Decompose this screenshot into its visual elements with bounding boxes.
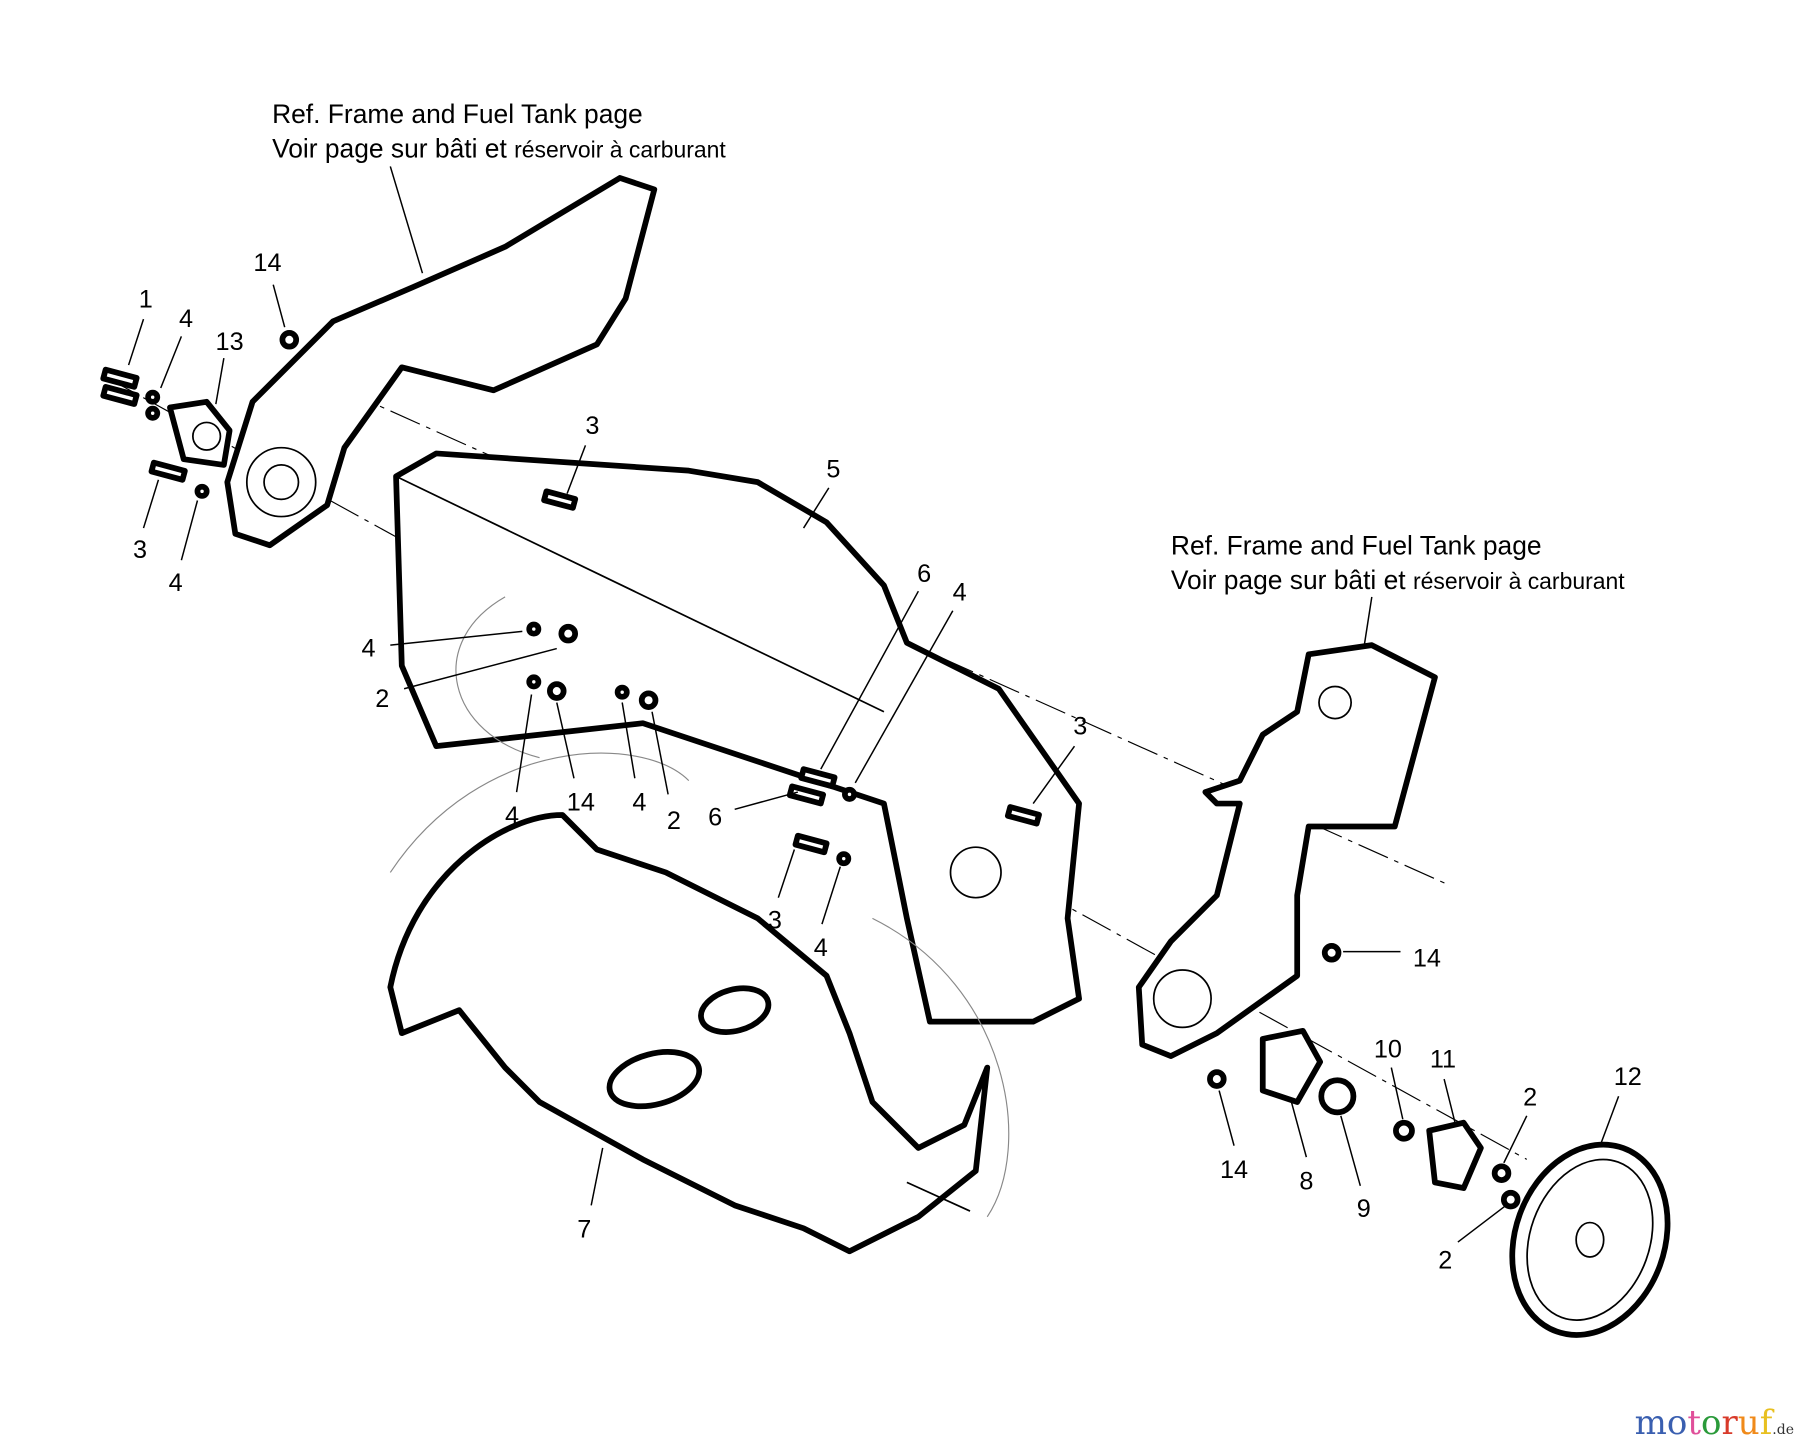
callout: 14 — [1220, 1156, 1248, 1184]
watermark-letter: r — [1721, 1403, 1738, 1443]
callout: 5 — [826, 456, 840, 484]
callout: 3 — [133, 536, 147, 564]
callout: 14 — [253, 249, 281, 277]
callout: 4 — [505, 802, 519, 830]
callout: 4 — [953, 578, 967, 606]
callout: 3 — [1073, 713, 1087, 741]
callout: 13 — [216, 328, 244, 356]
ref-text-b: réservoir à carburant — [1413, 568, 1625, 594]
callout: 1 — [139, 286, 153, 314]
callout: 2 — [1523, 1083, 1537, 1111]
reference-note-left-line1: Ref. Frame and Fuel Tank page — [272, 99, 643, 129]
ring-10 — [1393, 1119, 1415, 1142]
callout: 12 — [1614, 1063, 1642, 1091]
nut — [1491, 1163, 1512, 1183]
watermark-letter: o — [1701, 1403, 1722, 1443]
ref-text-a: Voir page sur bâti et — [272, 133, 507, 163]
callout: 14 — [567, 788, 595, 816]
reference-note-left-line2: Voir page sur bâti et réservoir à carbur… — [272, 133, 726, 163]
callout: 6 — [917, 560, 931, 588]
callout: 2 — [1438, 1246, 1452, 1274]
watermark-logo: motoruf.de — [1635, 1403, 1794, 1443]
callout: 2 — [375, 685, 389, 713]
pulley-12 — [1509, 1141, 1671, 1338]
watermark-letter: m — [1634, 1403, 1667, 1443]
callout: 6 — [708, 803, 722, 831]
callout: 3 — [768, 907, 782, 935]
bearing-flange-11 — [1426, 1119, 1484, 1191]
auger — [387, 812, 991, 1255]
reference-note-right-line1: Ref. Frame and Fuel Tank page — [1171, 530, 1542, 560]
callout: 9 — [1357, 1195, 1371, 1223]
callout: 7 — [577, 1215, 591, 1243]
callout: 4 — [814, 934, 828, 962]
callout: 3 — [585, 412, 599, 440]
watermark-letter: t — [1687, 1403, 1702, 1443]
watermark-letter: f — [1759, 1403, 1773, 1443]
bolts — [100, 330, 1342, 1089]
callout: 14 — [1413, 945, 1441, 973]
callout: 4 — [361, 635, 375, 663]
callout: 10 — [1374, 1035, 1402, 1063]
callout: 11 — [1430, 1046, 1456, 1074]
left-bearing-flange — [167, 398, 233, 468]
ref-text-b: réservoir à carburant — [514, 136, 726, 162]
leader-lines — [127, 166, 1620, 1243]
callouts: 1 4 13 14 3 4 3 5 6 4 4 2 4 14 4 2 6 3 4… — [133, 249, 1642, 1275]
ref-text-a: Voir page sur bâti et — [1171, 565, 1406, 595]
callout: 8 — [1299, 1167, 1313, 1195]
watermark-letter: o — [1666, 1403, 1688, 1443]
bearing-flange-8 — [1259, 1027, 1324, 1105]
nut — [1500, 1189, 1521, 1210]
callout: 2 — [667, 807, 681, 835]
callout: 4 — [169, 569, 183, 597]
left-side-plate — [224, 175, 658, 549]
bearing-9 — [1318, 1077, 1357, 1116]
right-side-plate — [1135, 642, 1438, 1059]
reference-note-right-line2: Voir page sur bâti et réservoir à carbur… — [1171, 565, 1625, 595]
auger-housing — [393, 450, 1082, 1025]
callout: 4 — [179, 305, 193, 333]
watermark-suffix: .de — [1772, 1422, 1794, 1438]
watermark-letter: u — [1737, 1403, 1760, 1443]
callout: 4 — [632, 788, 646, 816]
